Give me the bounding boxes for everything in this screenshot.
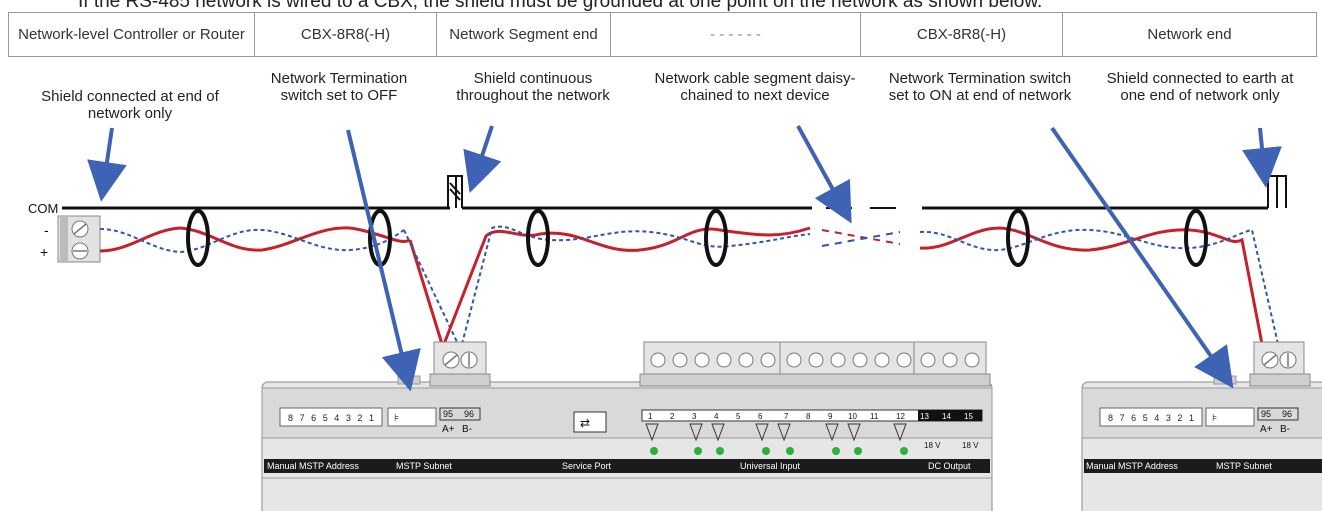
dc-18v-label-2: 18 V (962, 441, 979, 450)
mstp-subnet-label: MSTP Subnet (396, 461, 452, 471)
usb-icon: ⇄ (580, 416, 590, 430)
header-cell-cbx-2: CBX-8R8(-H) (860, 12, 1063, 57)
input-number: 8 (806, 412, 811, 421)
header-cell-network-end: Network end (1062, 12, 1317, 57)
dc-18v-label: 18 V (924, 441, 941, 450)
wire-red-drop (408, 239, 444, 345)
header-cell-cbx-1: CBX-8R8(-H) (254, 12, 437, 57)
cbx-device-1: 8 7 6 5 4 3 2 1 ⊧ 95 96 A+ B- ⇄ 1 2 3 4 … (261, 341, 993, 511)
callout-shield-earth: Shield connected to earth at one end of … (1106, 70, 1294, 104)
header-cell-controller: Network-level Controller or Router (8, 12, 255, 57)
callout-shield-continuous: Shield continuous throughout the network (456, 70, 610, 104)
address-digits: 8 7 6 5 4 3 2 1 (288, 413, 374, 423)
svg-text:⊧: ⊧ (1212, 413, 1217, 424)
terminal-95-2: 95 (1261, 409, 1271, 419)
io-terminal-strip (639, 341, 991, 387)
b-minus-label: B- (462, 424, 472, 435)
a-plus-label-2: A+ (1260, 424, 1273, 435)
input-number-row: 1 2 3 4 5 6 7 8 9 10 11 12 13 14 15 (641, 409, 983, 422)
earth-shield-symbol (1267, 175, 1287, 208)
wire-blue-2 (919, 228, 1279, 345)
input-triangles (645, 423, 907, 442)
network-header-table: Network-level Controller or Router CBX-8… (8, 12, 1317, 57)
manual-mstp-label-2: Manual MSTP Address (1086, 461, 1178, 471)
input-number: 2 (670, 412, 675, 421)
input-number: 10 (848, 412, 857, 421)
input-leds (650, 447, 908, 455)
input-number: 6 (758, 412, 763, 421)
input-number: 1 (648, 412, 653, 421)
plus-label: + (40, 244, 48, 260)
manual-mstp-label: Manual MSTP Address (267, 461, 359, 471)
input-number: 11 (870, 412, 879, 421)
b-minus-label-2: B- (1280, 424, 1290, 435)
callout-termination-off: Network Termination switch set to OFF (270, 70, 408, 104)
callout-shield-end: Shield connected at end of network only (41, 88, 219, 122)
service-port-label: Service Port (562, 461, 612, 471)
wire-blue-gap (821, 231, 901, 247)
header-cell-ellipsis: - - - - - - (610, 12, 861, 57)
ferrite-ring (186, 209, 1208, 267)
device-label-bar: Manual MSTP Address MSTP Subnet Service … (264, 459, 990, 473)
minus-label: - (44, 222, 49, 238)
callout-daisy-chain: Network cable segment daisy-chained to n… (654, 70, 856, 104)
header-cell-segment-end: Network Segment end (436, 12, 611, 57)
cbx-device-2: 8 7 6 5 4 3 2 1 ⊧ 95 96 A+ B- Manual MST… (1081, 341, 1322, 511)
input-number: 3 (692, 412, 697, 421)
wire-blue-drop (403, 229, 459, 345)
dc-output-label: DC Output (928, 461, 971, 471)
wire-red-up (442, 226, 811, 345)
input-number: 5 (736, 412, 741, 421)
input-number: 14 (942, 412, 951, 421)
terminal-96-2: 96 (1282, 409, 1292, 419)
shield-continuous-symbol (447, 175, 463, 208)
input-number: 13 (920, 412, 929, 421)
universal-input-label: Universal Input (740, 461, 801, 471)
wire-blue-up (461, 225, 811, 345)
input-number: 12 (896, 412, 905, 421)
terminal-96: 96 (464, 409, 474, 419)
io-screws (650, 352, 980, 368)
wire-red-2 (919, 226, 1264, 345)
callout-termination-on: Network Termination switch set to ON at … (888, 70, 1072, 104)
wire-red-gap (821, 229, 901, 245)
wire-blue-1 (99, 228, 405, 254)
a-plus-label: A+ (442, 424, 455, 435)
address-digits-2: 8 7 6 5 4 3 2 1 (1108, 413, 1194, 423)
mstp-subnet-label-2: MSTP Subnet (1216, 461, 1272, 471)
input-number: 4 (714, 412, 719, 421)
input-number: 7 (784, 412, 789, 421)
callout-arrows (87, 125, 1282, 392)
input-number: 9 (828, 412, 833, 421)
terminal-95: 95 (443, 409, 453, 419)
com-label: COM (28, 201, 58, 216)
intro-text-cropped: If the RS-485 network is wired to a CBX,… (78, 0, 1043, 12)
input-number: 15 (964, 412, 973, 421)
svg-text:⊧: ⊧ (394, 413, 399, 424)
controller-terminal-block (57, 215, 101, 263)
